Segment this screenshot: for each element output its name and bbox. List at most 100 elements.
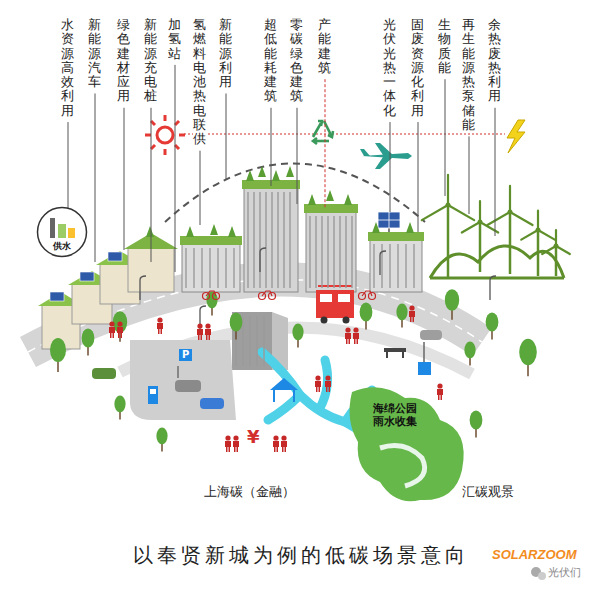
wind-turbine [478, 220, 483, 225]
person [409, 305, 414, 310]
watermark: SOLARZOOM [492, 547, 577, 563]
node-text: 供水 [53, 240, 71, 253]
leader-line [175, 65, 176, 272]
tree [156, 428, 167, 452]
feature-label: 新能源汽车 [88, 18, 101, 89]
street-lamp [490, 276, 496, 300]
window-stripe [389, 244, 390, 288]
roof-tree [258, 166, 266, 177]
sponge-park [350, 387, 464, 501]
bicycle [206, 291, 216, 296]
person [281, 435, 286, 440]
window-stripe [185, 248, 186, 288]
bicycle [262, 291, 272, 296]
person [109, 321, 115, 338]
terraced-houses [38, 233, 178, 349]
leader-line [418, 122, 419, 232]
cars [420, 330, 442, 340]
window-stripe [397, 244, 398, 288]
roof-tree [406, 222, 414, 233]
person [157, 317, 163, 334]
tree [464, 342, 475, 359]
fire-truck [338, 294, 350, 302]
recycle-icon [318, 121, 322, 126]
person [325, 375, 331, 392]
sponge-park [380, 446, 425, 486]
roof-tree [228, 226, 236, 237]
person [325, 381, 331, 392]
recycle-icon [313, 138, 317, 144]
wind-turbine [448, 205, 474, 220]
window-stripe [381, 244, 382, 288]
energy-link-line [184, 134, 505, 135]
low-building-left [180, 236, 242, 245]
tree [114, 396, 125, 413]
window-stripe [242, 316, 243, 366]
tree [470, 410, 483, 437]
leader-line [390, 122, 391, 212]
parking-lot [130, 340, 236, 420]
terraced-houses [80, 272, 94, 281]
wind-farm [430, 246, 564, 278]
feature-label: 光伏光热一体化 [383, 18, 396, 118]
river [268, 395, 300, 420]
recycle-icon [324, 121, 331, 135]
person [233, 441, 239, 452]
tall-building-a [242, 180, 300, 292]
tree [292, 324, 303, 348]
caption: 以奉贤新城为例的低碳场景意向 [133, 542, 469, 569]
person [315, 375, 321, 392]
terraced-houses [108, 252, 122, 261]
leader-line [271, 108, 272, 186]
road [28, 279, 482, 374]
parking-sign: P [179, 349, 192, 361]
person [345, 327, 351, 344]
wind-turbine [462, 201, 498, 272]
tall-building-b [304, 204, 358, 213]
window-stripe [339, 216, 340, 288]
person [117, 321, 123, 338]
roof-tree [246, 170, 254, 181]
street-lamp [140, 276, 146, 300]
tree [396, 304, 407, 321]
person [117, 327, 123, 338]
recycle-icon [315, 140, 329, 143]
place-label: 汇碳观景 [462, 484, 514, 500]
feature-label: 超低能耗建筑 [264, 18, 277, 104]
water-tank [58, 224, 66, 238]
tall-building-b [306, 212, 356, 292]
wechat-icon [538, 572, 546, 580]
feature-label: 新能源利用 [219, 18, 232, 89]
tree [445, 289, 459, 320]
tree [82, 328, 95, 347]
tree [519, 339, 537, 365]
roof-tree [286, 166, 294, 177]
person [197, 329, 203, 340]
sun-icon [175, 121, 179, 125]
plane-icon [360, 149, 370, 156]
feature-label: 余热废热利用 [488, 18, 501, 104]
feature-label: 新能源充电桩 [144, 18, 157, 104]
wind-turbine [462, 222, 480, 233]
bench [402, 352, 404, 358]
person [437, 389, 443, 400]
leader-line [297, 108, 298, 204]
person [197, 323, 202, 328]
parking-lot [130, 340, 236, 420]
bicycle [259, 291, 276, 300]
window-stripe [315, 216, 316, 288]
parking-lot [150, 389, 156, 394]
recycle-icon [313, 121, 333, 144]
street-lamp [380, 251, 386, 275]
leader-line [495, 108, 496, 236]
person [117, 321, 122, 326]
window-stripe [309, 216, 310, 288]
wind-turbine [446, 203, 451, 208]
leader-line [445, 79, 446, 196]
roof-tree [210, 224, 218, 235]
plane-icon [360, 143, 412, 169]
wind-turbine [537, 230, 540, 276]
accessible-sign [418, 342, 431, 375]
person [225, 435, 231, 452]
leader-line [124, 108, 125, 250]
